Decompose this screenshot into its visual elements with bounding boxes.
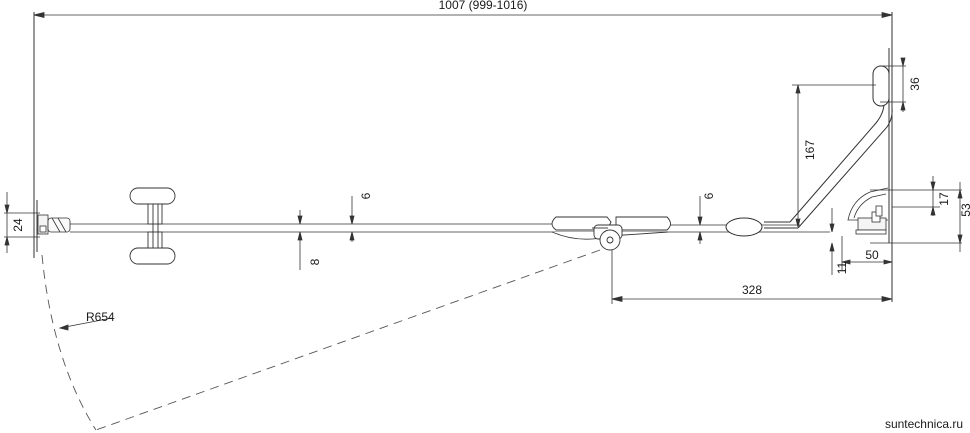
center-hinge (551, 216, 671, 251)
left-profile-dimension (4, 192, 40, 253)
left-profile-label: 24 (11, 218, 25, 232)
left-wall-profile (37, 214, 71, 235)
top-bracket-dimension (880, 57, 906, 112)
right-bracket-height-label: 53 (959, 203, 970, 217)
radius-leader (58, 317, 113, 331)
overall-width-dimension (33, 11, 893, 19)
right-wall (888, 12, 893, 302)
foot-height-label: 11 (835, 261, 849, 274)
hinge-to-wall-label: 328 (742, 283, 762, 297)
top-bracket-label: 36 (908, 77, 922, 91)
door-swing-arc (41, 249, 601, 431)
glass-gap-dimensions (297, 196, 703, 270)
door-handle (129, 187, 176, 265)
watermark: suntechnica.ru (885, 417, 963, 431)
foot-width-label: 50 (865, 248, 879, 262)
radius-label: R654 (86, 310, 115, 324)
left-wall (33, 12, 38, 258)
hinge-to-wall-dimension (611, 250, 893, 304)
right-bracket-inner-label: 17 (937, 192, 951, 206)
right-wall-bracket (847, 187, 889, 235)
right-bracket-dimensions (870, 176, 963, 252)
fixed-glass-panel (70, 223, 600, 233)
arm-height-dimension (792, 84, 876, 228)
glass-gap-right-label: 6 (702, 192, 716, 199)
glass-gap-left-label: 6 (359, 192, 373, 199)
arm-height-label: 167 (803, 140, 817, 160)
stabilizer-arm (725, 65, 893, 237)
glass-thickness-label: 8 (308, 258, 322, 265)
foot-dimensions (829, 208, 893, 275)
overall-width-label: 1007 (999-1016) (439, 0, 528, 12)
